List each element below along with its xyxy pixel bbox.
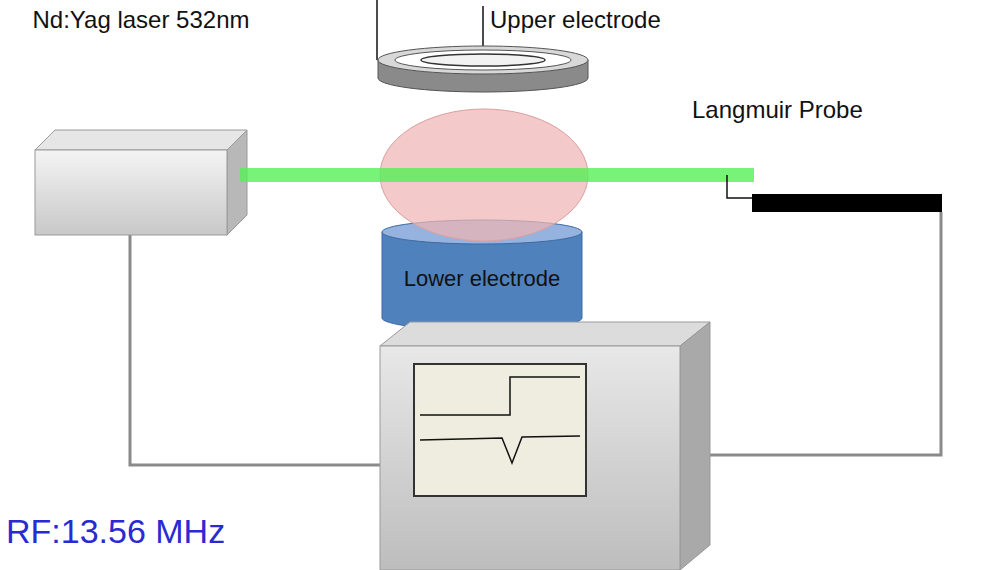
laser-box	[35, 130, 247, 235]
probe-wire	[700, 212, 941, 455]
laser-beam	[240, 168, 754, 182]
langmuir-probe: Langmuir Probe	[686, 96, 946, 216]
electrode-label: Lower electrode	[382, 266, 582, 292]
rf-frequency-label: RF:13.56 MHz	[6, 512, 225, 551]
electrode-label: Upper electrode	[490, 6, 695, 35]
upper-electrode: Upper electrode	[370, 0, 700, 82]
laser-label: Nd:Yag laser 532nm	[30, 6, 252, 35]
langmuir-probe	[727, 175, 942, 212]
laser-wire	[130, 235, 380, 465]
lower-electrode: Lower electrode	[382, 220, 582, 330]
laser-box: Nd:Yag laser 532nm	[30, 4, 252, 236]
oscilloscope	[380, 322, 710, 570]
probe-label: Langmuir Probe	[692, 96, 942, 125]
